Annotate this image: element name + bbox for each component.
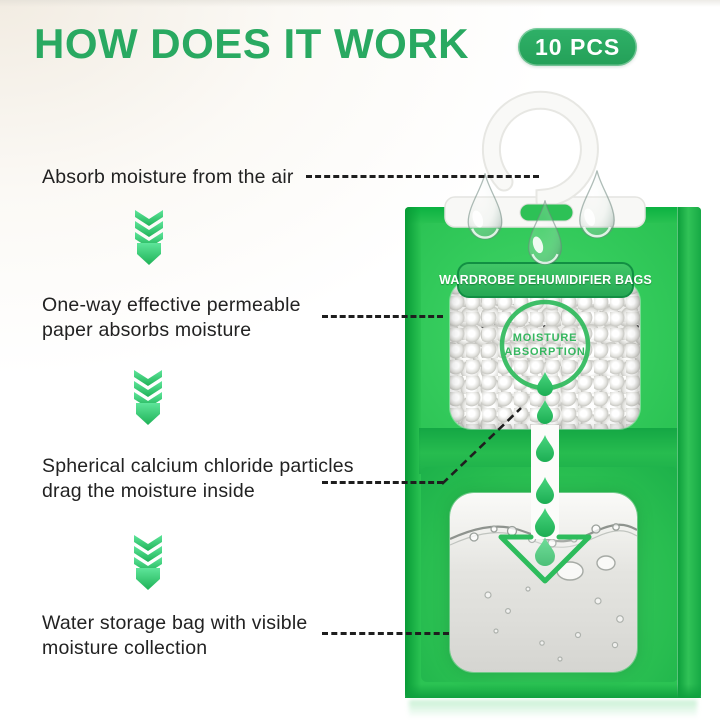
bag-right-gusset (677, 207, 701, 698)
droplet-highlight (532, 236, 544, 254)
callout-line-particles-diagonal (441, 407, 522, 485)
moisture-absorption-caption: MOISTURE ABSORPTION (502, 331, 588, 359)
droplet-bottom-light (582, 226, 612, 238)
callout-line-paper (322, 315, 443, 318)
step-permeable-paper: One-way effective permeable paper absorb… (42, 293, 301, 343)
diagonal-dashed-line (441, 407, 522, 485)
water-droplet-icon (579, 170, 615, 239)
dehumidifier-bag-illustration: WARDROBE DEHUMIDIFIER BAGS MOISTURE ABSO… (405, 207, 701, 698)
step-line: Spherical calcium chloride particles (42, 455, 354, 477)
callout-line-particles (322, 481, 443, 484)
water-surface-echo (450, 530, 637, 548)
caption-line: MOISTURE (512, 332, 578, 344)
top-edge-shading (0, 0, 720, 7)
droplet-bottom-light (471, 228, 499, 239)
caption-line: ABSORPTION (504, 346, 586, 358)
step-water-storage: Water storage bag with visible moisture … (42, 611, 307, 661)
water-droplet-icon (527, 200, 563, 265)
step-line: moisture collection (42, 637, 208, 659)
page-title: HOW DOES IT WORK (34, 20, 469, 67)
callout-line-absorb (306, 175, 539, 178)
droplet-bottom-light (531, 253, 559, 265)
chevron-down-arrow-icon (134, 535, 162, 590)
moisture-flow-overlay (498, 299, 592, 584)
bag-reflection (409, 700, 697, 718)
step-calcium-particles: Spherical calcium chloride particles dra… (42, 454, 354, 504)
step-line: Water storage bag with visible (42, 612, 308, 634)
step-line: drag the moisture inside (42, 480, 255, 502)
small-bubbles (484, 586, 624, 662)
chevron-bands (134, 535, 162, 590)
chevron-bands (135, 210, 163, 265)
bag-bottom-shading (405, 684, 701, 698)
step-line: One-way effective permeable (42, 294, 301, 316)
chevron-down-arrow-icon (134, 370, 162, 425)
hook-curl (483, 92, 597, 209)
water-droplet-icon (467, 173, 503, 240)
droplet-highlight (584, 208, 596, 226)
count-badge: 10 PCS (518, 28, 638, 66)
bag-left-edge-shading (405, 207, 421, 698)
step-line: Absorb moisture from the air (42, 166, 294, 188)
chevron-down-arrow-icon (135, 210, 163, 265)
step-line: paper absorbs moisture (42, 319, 252, 341)
callout-line-water-storage (322, 632, 449, 635)
down-arrow-outline-icon (498, 534, 592, 584)
droplet-highlight (472, 210, 484, 228)
chevron-bands (134, 370, 162, 425)
step-absorb-moisture: Absorb moisture from the air (42, 165, 294, 190)
bag-label: WARDROBE DEHUMIDIFIER BAGS (439, 262, 652, 298)
down-arrow-fill (501, 537, 589, 581)
green-droplet-icons (535, 372, 555, 566)
